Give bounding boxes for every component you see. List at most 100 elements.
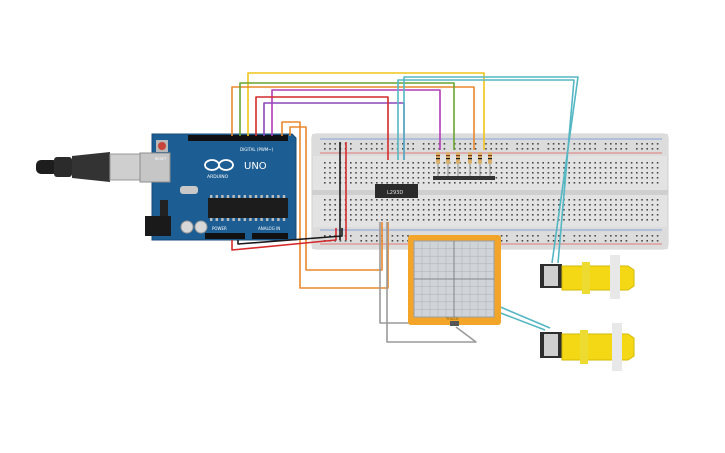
breadboard-hole [469, 143, 472, 145]
breadboard-hole [599, 209, 602, 211]
breadboard-hole [516, 167, 518, 169]
breadboard-hole [365, 162, 368, 164]
breadboard-hole [604, 177, 607, 179]
breadboard-hole [578, 162, 581, 164]
breadboard-hole [417, 162, 420, 164]
breadboard-hole [542, 162, 544, 164]
breadboard-hole [620, 219, 622, 221]
breadboard-hole [646, 204, 648, 206]
breadboard-hole [381, 143, 383, 145]
resistor-group [433, 152, 495, 180]
breadboard-hole [500, 177, 503, 179]
breadboard-hole [511, 199, 513, 201]
breadboard-hole [381, 209, 383, 211]
breadboard-hole [646, 177, 648, 179]
breadboard-hole [396, 209, 399, 211]
touchpad[interactable]: TOUCH [408, 235, 501, 326]
breadboard-hole [329, 177, 331, 179]
breadboard-hole [474, 214, 477, 216]
breadboard-hole [433, 219, 435, 221]
breadboard-hole [573, 204, 576, 206]
breadboard-hole [641, 219, 643, 221]
breadboard-hole [521, 214, 524, 216]
breadboard-hole [376, 240, 378, 242]
breadboard-hole [469, 182, 472, 184]
breadboard-hole [350, 204, 352, 206]
arduino-uno-board[interactable]: UNO ARDUINO DIGITAL (PWM~) POWER ANALOG … [139, 133, 297, 241]
breadboard-hole [636, 172, 638, 174]
breadboard-hole [480, 172, 482, 174]
breadboard-hole [402, 235, 404, 237]
breadboard-hole [558, 172, 560, 174]
breadboard-hole [610, 204, 612, 206]
breadboard-hole [350, 214, 352, 216]
breadboard-hole [376, 204, 378, 206]
atmega-pins [210, 195, 286, 221]
breadboard-hole [422, 204, 425, 206]
usb-cable[interactable] [36, 152, 143, 182]
wire-orange-to-breadboard [231, 86, 475, 150]
breadboard-hole [370, 235, 373, 237]
breadboard-hole [584, 182, 586, 184]
l293d-ic[interactable]: L293D [375, 184, 418, 198]
breadboard-hole [443, 214, 446, 216]
breadboard-hole [381, 172, 383, 174]
breadboard-hole [396, 162, 399, 164]
breadboard-hole [329, 172, 331, 174]
breadboard-hole [578, 240, 581, 242]
breadboard-hole [350, 177, 352, 179]
breadboard-hole [516, 214, 518, 216]
breadboard-hole [454, 182, 456, 184]
breadboard-hole [620, 199, 622, 201]
breadboard-hole [589, 219, 591, 221]
breadboard-hole [506, 167, 508, 169]
resistor-band [488, 158, 492, 160]
breadboard-hole [334, 177, 336, 179]
breadboard-hole [542, 172, 544, 174]
breadboard-hole [334, 143, 336, 145]
breadboard-hole [443, 204, 446, 206]
breadboard-hole [324, 148, 326, 150]
breadboard-hole [355, 167, 357, 169]
breadboard-hole [360, 172, 362, 174]
breadboard-hole [532, 143, 534, 145]
breadboard-hole [438, 214, 440, 216]
breadboard-hole [656, 199, 659, 201]
breadboard-hole [417, 172, 420, 174]
breadboard-hole [521, 148, 524, 150]
wire-red-to-ic [255, 96, 389, 160]
chip-pin [215, 218, 218, 221]
breadboard-hole [511, 167, 513, 169]
breadboard-hole [386, 177, 388, 179]
breadboard-hole [407, 177, 409, 179]
breadboard-hole [386, 199, 388, 201]
breadboard-hole [651, 148, 654, 150]
breadboard-hole [615, 199, 617, 201]
breadboard-hole [615, 182, 617, 184]
breadboard-hole [646, 167, 648, 169]
breadboard-hole [568, 209, 570, 211]
breadboard-hole [537, 209, 539, 211]
breadboard-hole [610, 177, 612, 179]
breadboard-hole [506, 177, 508, 179]
breadboard-hole [615, 240, 617, 242]
wire-teal-motor2 [497, 311, 546, 331]
breadboard-hole [532, 182, 534, 184]
breadboard-hole [604, 162, 607, 164]
breadboard-hole [396, 167, 399, 169]
dc-motor-bottom[interactable] [540, 323, 635, 371]
breadboard-hole [344, 240, 347, 242]
breadboard-hole [391, 143, 394, 145]
breadboard-hole [370, 172, 373, 174]
dc-motor-top[interactable] [540, 255, 635, 299]
breadboard-hole [407, 235, 409, 237]
breadboard-hole [381, 204, 383, 206]
breadboard-hole [376, 177, 378, 179]
breadboard-hole [334, 199, 336, 201]
breadboard[interactable] [311, 133, 669, 250]
breadboard-hole [563, 167, 565, 169]
breadboard-hole [532, 235, 534, 237]
breadboard-hole [485, 214, 487, 216]
breadboard-hole [360, 167, 362, 169]
